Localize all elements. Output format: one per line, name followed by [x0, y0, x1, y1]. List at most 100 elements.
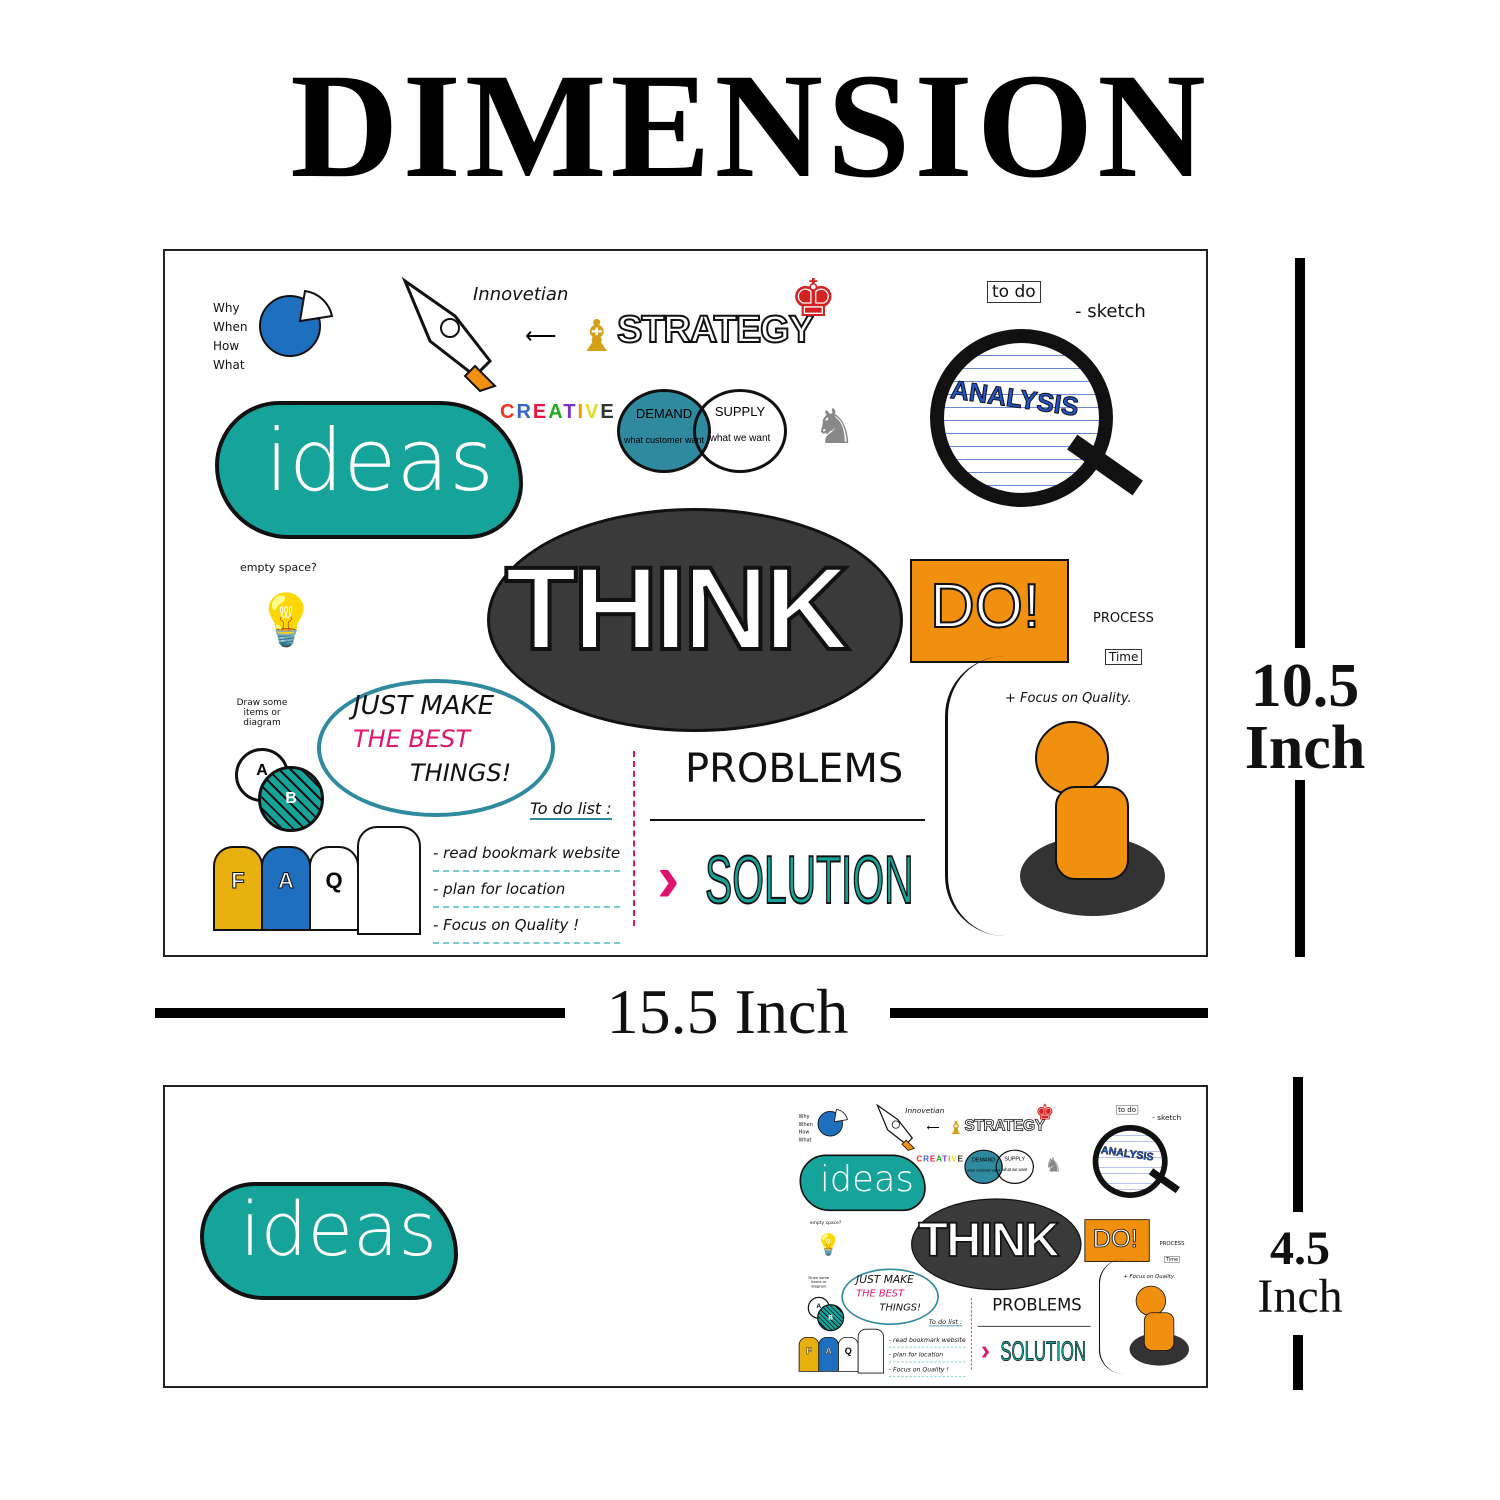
do-label: DO! — [929, 571, 1041, 642]
width-dimension: 15.5 Inch — [606, 976, 849, 1047]
supply-label: SUPPLY — [714, 404, 766, 419]
letter: V — [585, 401, 601, 423]
question: How — [213, 339, 240, 353]
innovation-label: Innovetian — [473, 284, 569, 305]
things-label: THINGS! — [410, 759, 512, 787]
draw-items-label: Draw some items or diagram — [808, 1276, 830, 1289]
question: Why — [213, 301, 240, 315]
letter: C — [916, 1154, 924, 1164]
faq-letter: A — [818, 1336, 839, 1372]
chess-king-icon: ♚ — [790, 270, 837, 328]
ideas-label: ideas — [820, 1158, 914, 1200]
dashed-arrow — [633, 751, 635, 926]
strip-height-line-bottom — [1293, 1335, 1303, 1390]
questions-list: Why When How What — [213, 299, 247, 375]
letter: E — [532, 401, 549, 423]
creative-label: CREATIVE — [500, 401, 616, 424]
supply-circle: SUPPLY what we want — [995, 1149, 1035, 1185]
faq-letter: Q — [838, 1336, 859, 1372]
strip-ideas-cloud — [200, 1182, 458, 1300]
faq-letter: A — [261, 846, 311, 931]
solution-label: SOLUTION — [1000, 1335, 1086, 1367]
chess-knight-icon: ♞ — [813, 401, 857, 454]
chess-bishop-icon: ♝ — [577, 312, 617, 361]
pie-chart-icon — [817, 1108, 848, 1137]
just-make-label: JUST MAKE — [353, 691, 495, 721]
todo-list-title: To do list : — [928, 1317, 963, 1327]
letter: A — [548, 401, 564, 423]
todo-list: - read bookmark website - plan for locat… — [888, 1333, 966, 1378]
todo-label: to do — [1116, 1105, 1139, 1115]
supply-label: SUPPLY — [1004, 1155, 1026, 1162]
venn-b: B — [258, 766, 324, 832]
lightbulb-icon: 💡 — [255, 592, 318, 648]
problems-arrow — [977, 1325, 1091, 1327]
letter: T — [942, 1154, 949, 1164]
todo-label: to do — [987, 281, 1041, 303]
problems-label: PROBLEMS — [685, 746, 904, 792]
todo-item: - Focus on Quality ! — [888, 1362, 966, 1378]
venn-b: B — [817, 1304, 845, 1332]
demand-sub: what customer want — [623, 435, 705, 445]
think-oval — [911, 1198, 1082, 1291]
chess-king-icon: ♚ — [1035, 1100, 1055, 1125]
height-dimension: 10.5 Inch — [1215, 655, 1395, 779]
supply-circle: SUPPLY what we want — [693, 389, 787, 473]
question: What — [798, 1136, 812, 1143]
dashed-arrow — [970, 1298, 972, 1370]
faq-hands: F A Q — [213, 826, 423, 935]
time-label: Time — [1164, 1256, 1180, 1263]
letter: C — [500, 401, 517, 423]
poster-strip: ideas Why When How What Innovetian ⟵ ♝ S… — [163, 1085, 1208, 1388]
todo-list: - read bookmark website - plan for locat… — [433, 836, 621, 944]
demand-sub: what customer want — [967, 1168, 1000, 1173]
strip-height-line-top — [1293, 1077, 1303, 1212]
poster-small: Why When How What Innovetian ⟵ ♝ STRATEG… — [779, 1093, 1206, 1384]
page-title: DIMENSION — [290, 43, 1210, 209]
bow-icon — [945, 656, 1008, 936]
sketch-label: - sketch — [1152, 1113, 1182, 1123]
letter: E — [929, 1154, 937, 1164]
todo-item: - plan for location — [433, 872, 621, 908]
the-best-label: THE BEST — [856, 1287, 905, 1299]
do-label: DO! — [1092, 1224, 1138, 1253]
todo-item: - read bookmark website — [888, 1333, 966, 1348]
poster-large: Why When How What Innovetian ⟵ ♝ STRATEG… — [163, 249, 1208, 957]
focus-quality-label: + Focus on Quality. — [1005, 691, 1132, 706]
rocket-icon — [401, 276, 497, 393]
the-best-label: THE BEST — [353, 725, 471, 753]
supply-sub: what we want — [1002, 1167, 1028, 1173]
lightbulb-icon: 💡 — [815, 1232, 842, 1256]
process-label: PROCESS — [1093, 611, 1154, 626]
question: When — [213, 320, 248, 334]
letter: I — [948, 1154, 952, 1164]
do-box — [1084, 1219, 1150, 1262]
best-things-bubble — [841, 1268, 939, 1326]
question: What — [213, 358, 245, 372]
rocket-icon — [876, 1103, 916, 1151]
width-line-right — [890, 1008, 1208, 1018]
think-label: THINK — [503, 541, 852, 677]
height-line-top — [1295, 258, 1305, 648]
draw-items-label: Draw some items or diagram — [236, 698, 288, 728]
think-label: THINK — [918, 1212, 1061, 1268]
wooden-figure-icon — [1135, 1285, 1167, 1317]
strategy-label: STRATEGY — [964, 1116, 1046, 1134]
magnifier-icon — [1092, 1124, 1168, 1198]
innovation-label: Innovetian — [905, 1106, 945, 1116]
wooden-figure-body — [1055, 786, 1129, 880]
todo-item: - Focus on Quality ! — [433, 908, 621, 944]
faq-letter: F — [213, 846, 263, 931]
ideas-label: ideas — [265, 411, 494, 511]
strip-height-value: 4.5 — [1270, 1222, 1330, 1275]
todo-item: - read bookmark website — [433, 836, 621, 872]
faq-letter: F — [798, 1336, 820, 1372]
time-label: Time — [1105, 649, 1143, 665]
chess-knight-icon: ♞ — [1044, 1154, 1063, 1177]
pie-chart-icon — [259, 289, 334, 357]
height-unit: Inch — [1244, 714, 1366, 782]
think-oval — [487, 508, 903, 732]
question: How — [798, 1129, 810, 1135]
strip-ideas-label: ideas — [240, 1187, 437, 1273]
letter: V — [951, 1154, 958, 1164]
